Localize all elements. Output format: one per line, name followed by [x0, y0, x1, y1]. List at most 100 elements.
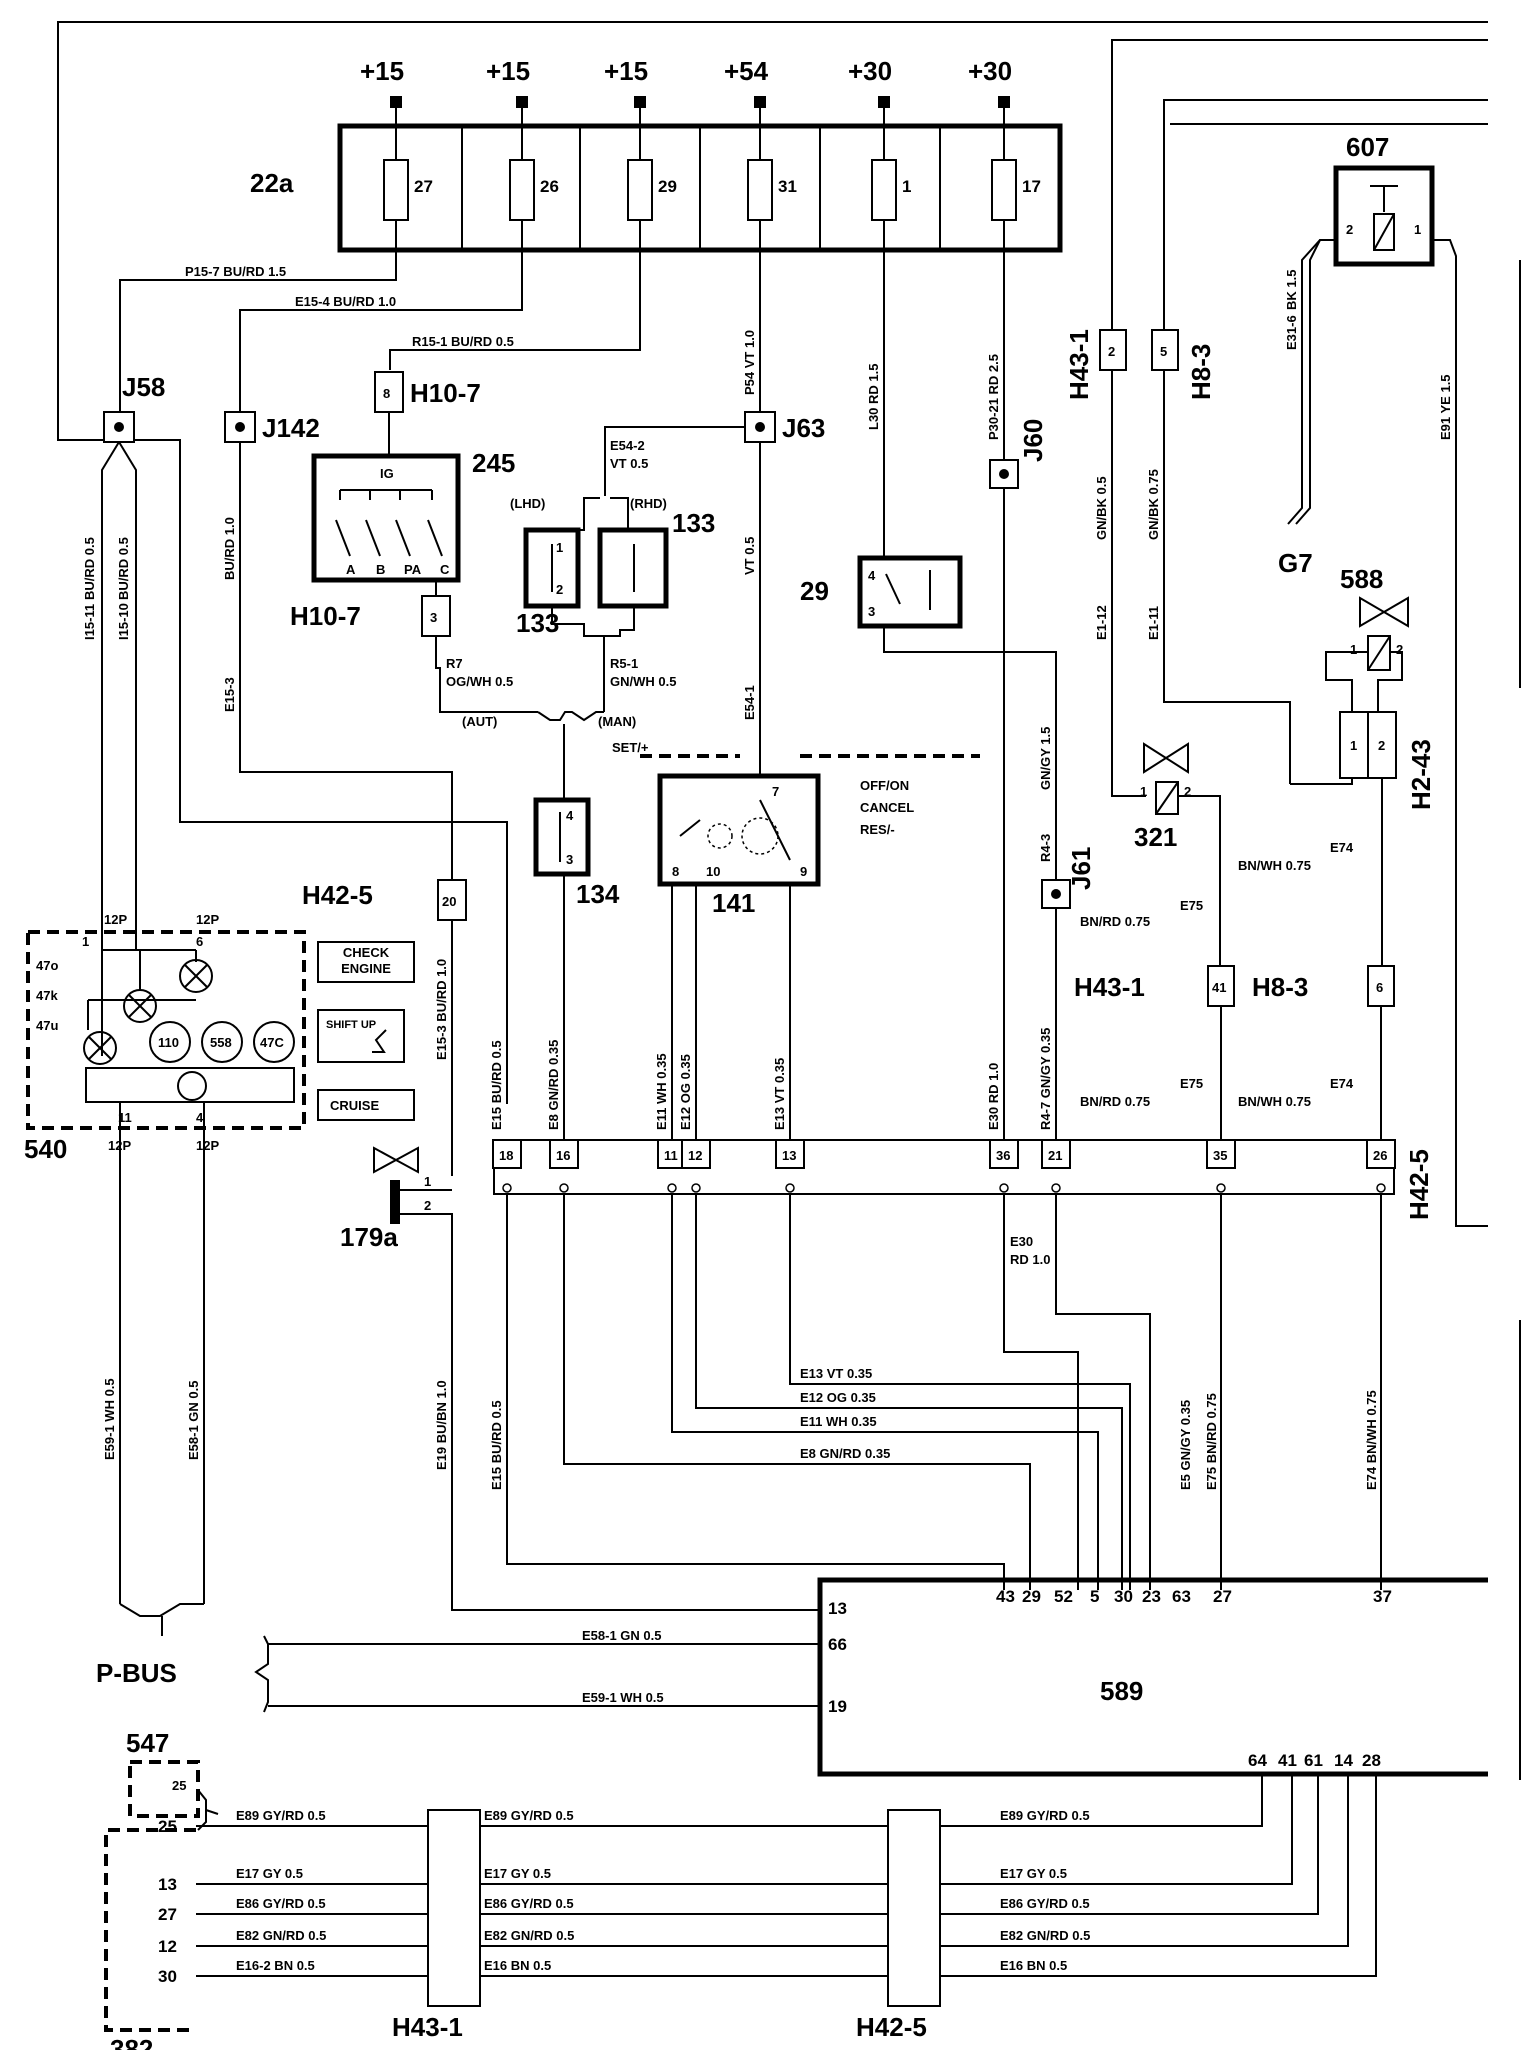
- bottom-wire-right-4: E16 BN 0.5: [1000, 1958, 1067, 1973]
- row-pin-13: [775, 1139, 805, 1169]
- wire-e1-11-spec: GN/BK 0.75: [1146, 469, 1161, 540]
- check-engine-text: CHECK ENGINE: [341, 945, 391, 976]
- wire-e30-lower-spec: RD 1.0: [1010, 1252, 1050, 1267]
- bottom-wire-left-4: E16-2 BN 0.5: [236, 1958, 315, 1973]
- ecu-bottom-pin-14: 14: [1334, 1751, 1353, 1770]
- junction-j58: J58: [103, 372, 165, 443]
- row-pin-label-36: 36: [996, 1148, 1010, 1163]
- h2-43-label: H2-43: [1406, 739, 1436, 810]
- shift-up-box: [317, 1009, 405, 1063]
- pin-179a-1: 1: [424, 1174, 431, 1189]
- ig-switch-c: C: [440, 562, 450, 577]
- ecu-bottom-pin-64: 64: [1248, 1751, 1267, 1770]
- row-pin-35: [1206, 1139, 1236, 1169]
- ecu-top-pin-27: 27: [1213, 1587, 1232, 1606]
- cluster-12p-d: 12P: [196, 1138, 219, 1153]
- wire-e12-top: E12 OG 0.35: [678, 1054, 693, 1130]
- bottom-wire-mid-3: E82 GN/RD 0.5: [484, 1928, 574, 1943]
- ecu-top-pin-63: 63: [1172, 1587, 1191, 1606]
- ecu-pin-13: 13: [828, 1599, 847, 1618]
- wire-e91: E91 YE 1.5: [1438, 374, 1453, 440]
- pin-h42-5-a: 20: [442, 894, 456, 909]
- terminal-3: [754, 96, 766, 108]
- fuse-31: [747, 159, 773, 221]
- ecu-bottom-pin-28: 28: [1362, 1751, 1381, 1770]
- component-245: 245 IG A B PA C: [311, 448, 515, 583]
- j142-label: J142: [262, 413, 320, 443]
- pin-141-10: 10: [706, 864, 720, 879]
- wire-e59-1: E59-1 WH 0.5: [582, 1690, 664, 1705]
- pin-141-8: 8: [672, 864, 679, 879]
- pin-540-4: 4: [196, 1110, 204, 1125]
- pin-588-1: 1: [1350, 642, 1357, 657]
- fuse-voltage-2: +15: [604, 56, 648, 86]
- fuse-26: [509, 159, 535, 221]
- wire-e54-2-spec: VT 0.5: [610, 456, 648, 471]
- terminal-0: [390, 96, 402, 108]
- row-pin-16: [549, 1139, 579, 1169]
- lamp-47k-icon: [123, 989, 157, 1023]
- lamp-47u-icon: [83, 1031, 117, 1065]
- wire-e11-top: E11 WH 0.35: [654, 1053, 669, 1130]
- label-man: (MAN): [598, 714, 636, 729]
- shift-up-icon: [372, 1029, 387, 1053]
- pin-321-1: 1: [1140, 784, 1147, 799]
- c179a-label: 179a: [340, 1222, 398, 1252]
- j60-label: J60: [1018, 419, 1048, 462]
- pin-h2-43-2: 2: [1378, 738, 1385, 753]
- wire-e19: E19 BU/BN 1.0: [434, 1380, 449, 1470]
- lamp-47o-icon: [179, 959, 213, 993]
- wire-e54-2: E54-2: [610, 438, 645, 453]
- junction-j60: J60: [989, 419, 1048, 489]
- pin-133-2: 2: [556, 582, 563, 597]
- component-133: 133 133 1 2: [516, 508, 715, 638]
- pin-h2-43-1: 1: [1350, 738, 1357, 753]
- pin-141-7: 7: [772, 784, 779, 799]
- wire-e30-lower: E30: [1010, 1234, 1033, 1249]
- wire-e13-lower: E13 VT 0.35: [800, 1366, 872, 1381]
- fuse-number-0: 27: [414, 177, 433, 196]
- wire-e8-lower: E8 GN/RD 0.35: [800, 1446, 890, 1461]
- switch-141-cancel: CANCEL: [860, 800, 914, 815]
- pin-h8-3-a: 5: [1160, 344, 1167, 359]
- row-pin-label-12: 12: [688, 1148, 702, 1163]
- wire-r15-1: R15-1 BU/RD 0.5: [412, 334, 514, 349]
- c540-label: 540: [24, 1134, 67, 1164]
- row-pin-label-13: 13: [782, 1148, 796, 1163]
- pin-h10-7-a: 8: [383, 386, 390, 401]
- pin-h43-1-b: 41: [1212, 980, 1226, 995]
- fuse-number-1: 26: [540, 177, 559, 196]
- c321-label: 321: [1134, 822, 1177, 852]
- pin-382-25: 25: [158, 1817, 177, 1836]
- pin-133-1: 1: [556, 540, 563, 555]
- junction-j63: J63: [744, 411, 825, 443]
- pin-382-30: 30: [158, 1967, 177, 1986]
- pin-540-6: 6: [196, 934, 203, 949]
- bottom-wire-right-2: E86 GY/RD 0.5: [1000, 1896, 1090, 1911]
- h43-1-top-label: H43-1: [1064, 329, 1094, 400]
- ecu-top-pin-52: 52: [1054, 1587, 1073, 1606]
- fuse-voltage-4: +30: [848, 56, 892, 86]
- wire-e5-lower: E5 GN/GY 0.35: [1178, 1400, 1193, 1490]
- component-547: 547 25: [126, 1728, 200, 1818]
- ecu-top-pin-37: 37: [1373, 1587, 1392, 1606]
- pin-29-3: 3: [868, 604, 875, 619]
- h43-1-mid-label: H43-1: [1074, 972, 1145, 1002]
- fuse-voltage-5: +30: [968, 56, 1012, 86]
- junction-j142: J142: [224, 411, 320, 443]
- fuse-number-3: 31: [778, 177, 797, 196]
- terminal-5: [998, 96, 1010, 108]
- fuse-27: [383, 159, 409, 221]
- wire-e75-lower: E75 BN/RD 0.75: [1204, 1393, 1219, 1490]
- row-pin-26: [1366, 1139, 1396, 1169]
- pin-588-2: 2: [1396, 642, 1403, 657]
- wire-p30-21: P30-21 RD 2.5: [986, 354, 1001, 440]
- gauge-110: 110: [158, 1035, 179, 1050]
- pin-h8-3-b: 6: [1376, 980, 1383, 995]
- component-588: 588 1 2: [1340, 564, 1409, 671]
- cruise-text: CRUISE: [330, 1098, 379, 1113]
- row-pin-label-18: 18: [499, 1148, 513, 1163]
- h42-5-right-label: H42-5: [1404, 1149, 1434, 1220]
- wire-e31-6-code: E31-6: [1284, 315, 1299, 350]
